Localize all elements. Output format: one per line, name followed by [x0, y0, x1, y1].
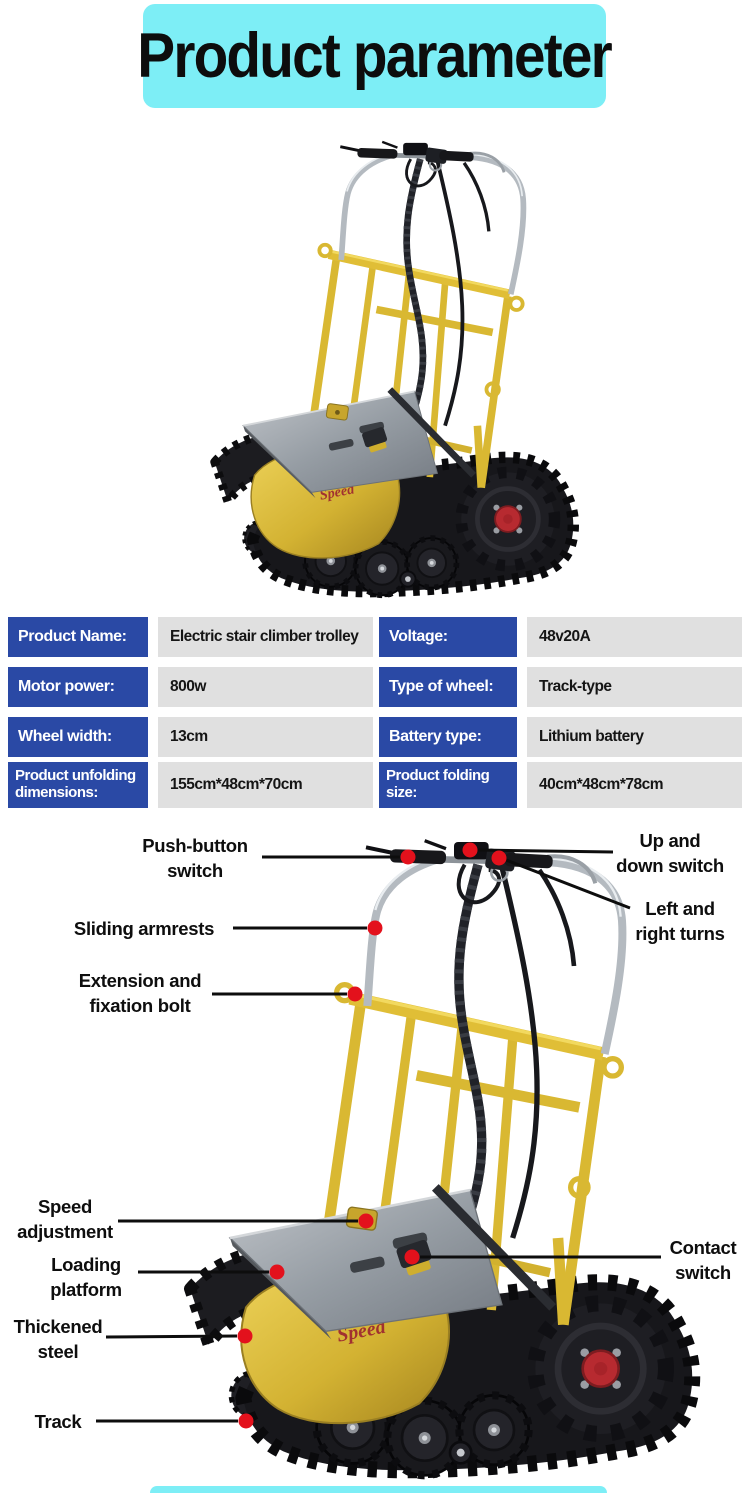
spec-value: Electric stair climber trolley	[158, 617, 373, 657]
spec-value: 13cm	[158, 717, 373, 757]
spec-label: Type of wheel:	[379, 667, 517, 707]
spec-row: Product Name: Electric stair climber tro…	[8, 617, 742, 657]
label-loading-platform: Loading platform	[50, 1254, 122, 1300]
spec-label: Product folding size:	[379, 762, 517, 808]
spec-value: 40cm*48cm*78cm	[527, 762, 742, 808]
spec-value: Track-type	[527, 667, 742, 707]
spec-value: 48v20A	[527, 617, 742, 657]
product-photo	[186, 140, 586, 600]
label-track: Track	[34, 1411, 82, 1432]
spec-label: Wheel width:	[8, 717, 148, 757]
spec-row: Product unfolding dimensions: 155cm*48cm…	[8, 762, 742, 808]
label-extension-fixation-bolt: Extension and fixation bolt	[78, 970, 202, 1016]
spec-value: Lithium battery	[527, 717, 742, 757]
label-thickened-steel: Thickened steel	[13, 1316, 103, 1362]
spec-label: Product Name:	[8, 617, 148, 657]
spec-value: 800w	[158, 667, 373, 707]
spec-label: Battery type:	[379, 717, 517, 757]
spec-label: Product unfolding dimensions:	[8, 762, 148, 808]
spec-label: Voltage:	[379, 617, 517, 657]
spec-row: Wheel width: 13cm Battery type: Lithium …	[8, 717, 742, 757]
spec-value: 155cm*48cm*70cm	[158, 762, 373, 808]
annotated-diagram: Push-button switch Up and down switch Sl…	[0, 820, 750, 1493]
next-section-banner-edge	[150, 1486, 607, 1493]
spec-row: Motor power: 800w Type of wheel: Track-t…	[8, 667, 742, 707]
page-title: Product parameter	[137, 21, 613, 91]
annotated-product-photo	[150, 838, 710, 1482]
label-up-down-switch: Up and down switch	[616, 830, 724, 876]
section-title-banner: Product parameter	[138, 4, 613, 108]
label-speed-adjustment: Speed adjustment	[17, 1196, 113, 1242]
label-contact-switch: Contact switch	[669, 1237, 737, 1283]
spec-label: Motor power:	[8, 667, 148, 707]
label-sliding-armrests: Sliding armrests	[73, 918, 215, 939]
label-left-right-turns: Left and right turns	[635, 898, 725, 944]
label-push-button-switch: Push-button switch	[142, 835, 248, 881]
